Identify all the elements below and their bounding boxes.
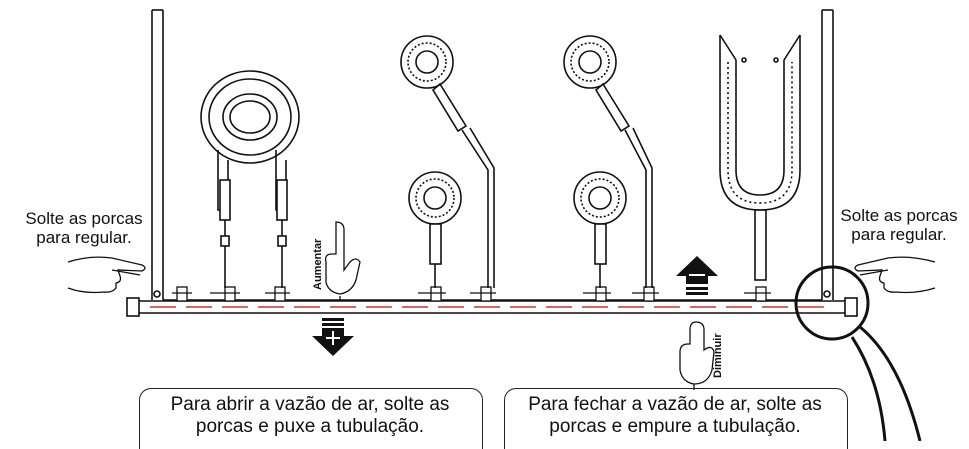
- left-note-line1: Solte as porcas: [25, 209, 143, 228]
- open-instruction: Para abrir a vazão de ar, solte as porca…: [139, 394, 481, 438]
- left-note: Solte as porcas para regular.: [4, 209, 164, 247]
- arrow-up-minus-icon: [676, 256, 718, 295]
- angled-ring-burner-1: [400, 35, 495, 288]
- close-instruction-line2: porcas e empure a tubulação.: [549, 416, 801, 437]
- small-ring-burner-2: [573, 171, 627, 288]
- open-instruction-line2: porcas e puxe a tubulação.: [195, 416, 425, 437]
- right-note-line2: para regular.: [851, 225, 947, 244]
- detail-circle: [794, 265, 922, 441]
- ring-burner: [200, 70, 300, 288]
- close-instruction-line1: Para fechar a vazão de ar, solte as: [528, 394, 822, 415]
- close-instruction: Para fechar a vazão de ar, solte as porc…: [504, 394, 846, 438]
- left-note-line2: para regular.: [36, 228, 132, 247]
- angled-ring-burner-2: [563, 35, 653, 288]
- decrease-label: Diminuir: [712, 333, 724, 378]
- u-burner: [719, 34, 801, 281]
- arrow-down-plus-icon: [312, 318, 354, 356]
- frame: [151, 9, 834, 301]
- open-instruction-box: [139, 388, 483, 449]
- valves: [172, 286, 771, 302]
- gas-manifold: [126, 297, 858, 317]
- close-instruction-box: [504, 388, 848, 449]
- pointing-hand-icon: [67, 256, 936, 294]
- increase-label: Aumentar: [312, 238, 324, 290]
- decrease-hand-icon: [679, 321, 715, 390]
- increase-hand-icon: [324, 221, 361, 300]
- open-instruction-line1: Para abrir a vazão de ar, solte as: [170, 394, 450, 415]
- small-ring-burner-1: [408, 171, 462, 288]
- right-note: Solte as porcas para regular.: [824, 206, 969, 244]
- right-note-line1: Solte as porcas: [840, 206, 958, 225]
